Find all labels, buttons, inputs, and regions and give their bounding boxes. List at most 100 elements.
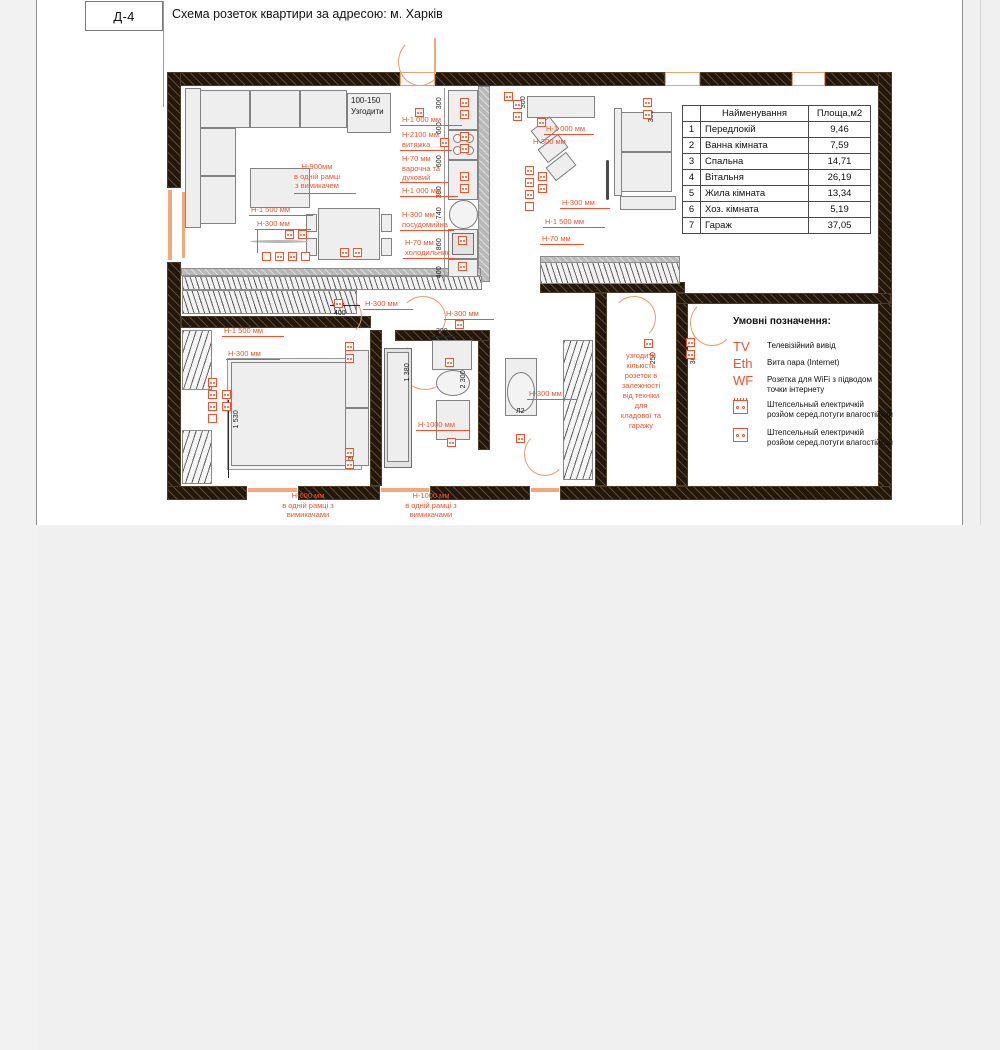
window-bottom-right xyxy=(531,488,559,492)
cell-area: 5,19 xyxy=(808,201,871,218)
ann-h1000-k1: Н-1 000 мм xyxy=(402,115,442,124)
socket-bed-r2[interactable] xyxy=(345,354,354,363)
socket-living-5[interactable] xyxy=(538,184,547,193)
socket-store-1[interactable] xyxy=(644,339,653,348)
socket-kitchen-1[interactable] xyxy=(460,98,469,107)
cell-number: 7 xyxy=(682,217,701,234)
dim-400v: 400 xyxy=(436,266,443,279)
socket-bed-l4[interactable] xyxy=(222,390,231,399)
wall-bottom-d xyxy=(560,486,892,500)
tv-screen xyxy=(606,160,609,200)
coffee-table xyxy=(250,168,310,208)
socket-living-2[interactable] xyxy=(525,178,534,187)
socket-kitchen-4[interactable] xyxy=(460,144,469,153)
title-block: Д-4 xyxy=(85,1,163,31)
socket-tvgroup-1[interactable] xyxy=(285,230,294,239)
socket-living-4[interactable] xyxy=(538,172,547,181)
page-gutter-left xyxy=(0,0,36,525)
socket-living-tv[interactable] xyxy=(525,202,534,211)
door-arc-wc xyxy=(524,432,566,476)
wall-right xyxy=(878,72,892,500)
legend: Умовні позначення: TV Телевізійний вивід… xyxy=(733,316,933,453)
socket-kitchen-5[interactable] xyxy=(460,172,469,181)
wall-kitchen-strip xyxy=(181,268,481,276)
cell-name: Ванна кімната xyxy=(700,137,809,154)
socket-dining-3[interactable] xyxy=(504,92,513,101)
socket-bed-l1[interactable] xyxy=(208,378,217,387)
ann-h70-hob: Н-70 мм варочна та духовий xyxy=(402,154,441,182)
socket-bed-r3[interactable] xyxy=(345,448,354,457)
socket-kitchen-hood[interactable] xyxy=(440,138,449,147)
socket-garage-1[interactable] xyxy=(686,338,695,347)
legend-title: Умовні позначення: xyxy=(733,316,831,327)
socket-bed-l2[interactable] xyxy=(208,390,217,399)
ann-h1000-dining: Н-1 000 мм xyxy=(546,124,586,133)
tv-symbol-icon: TV xyxy=(733,339,750,354)
socket-bed-l3[interactable] xyxy=(208,402,217,411)
ann-h300-left: Н-300 мм xyxy=(257,219,290,228)
socket-living-1[interactable] xyxy=(525,166,534,175)
cell-name: Хоз. кімната xyxy=(700,201,809,218)
socket-dining-2[interactable] xyxy=(513,112,522,121)
socket-hall-1[interactable] xyxy=(334,299,343,308)
wardrobe-hall xyxy=(563,340,593,480)
socket-bed-r1[interactable] xyxy=(345,342,354,351)
socket-bath-door[interactable] xyxy=(455,320,464,329)
window-top-right xyxy=(792,72,825,86)
socket-vanity[interactable] xyxy=(445,358,454,367)
sheet-border-outer xyxy=(980,0,981,525)
socket-fridge[interactable] xyxy=(458,262,467,271)
room-schedule-table: Найменування Площа,м2 1 Передлокій 9,46 … xyxy=(682,105,871,234)
ann-h1500-right: Н-1 500 мм xyxy=(545,217,585,226)
cell-area: 9,46 xyxy=(808,121,871,138)
socket-tvgroup-3[interactable] xyxy=(275,252,284,261)
wall-store-right xyxy=(676,293,688,486)
door-arc-hall-a xyxy=(400,296,446,340)
window-bottom-mid xyxy=(381,488,429,492)
socket-kitchen-3[interactable] xyxy=(460,132,469,141)
dim-tick-400 xyxy=(330,305,360,306)
door-arc-entry xyxy=(398,38,442,86)
socket-table-2[interactable] xyxy=(353,248,362,257)
room-schedule-body: 1 Передлокій 9,46 2 Ванна кімната 7,59 3… xyxy=(682,121,871,234)
ann-h1000-bath: Н-1000 мм xyxy=(418,420,455,429)
socket-dining-1[interactable] xyxy=(513,100,522,109)
socket-bed-l5[interactable] xyxy=(222,402,231,411)
socket-tvwall-1[interactable] xyxy=(643,98,652,107)
legend-item-socket-1: Штепсельный електричкій розйом серед.пот… xyxy=(733,398,933,420)
socket-tvgroup-2[interactable] xyxy=(298,230,307,239)
socket-kitchen-a1[interactable] xyxy=(415,108,424,117)
table-row: 2 Ванна кімната 7,59 xyxy=(682,137,871,154)
wall-kitchen-partition xyxy=(478,86,490,282)
socket-tvwall-2[interactable] xyxy=(643,110,652,119)
ann-h600-bottom: Н-600 мм в одній рамці з вимикачами xyxy=(282,491,334,519)
socket-garage-2[interactable] xyxy=(686,350,695,359)
cell-number: 2 xyxy=(682,137,701,154)
socket-wc[interactable] xyxy=(516,434,525,443)
sofa-seg-6 xyxy=(200,176,236,224)
table-row: 6 Хоз. кімната 5,19 xyxy=(682,201,871,218)
socket-tvgroup-4[interactable] xyxy=(288,252,297,261)
window-left xyxy=(168,190,172,260)
wardrobe-left-b xyxy=(182,430,212,484)
legend-label: Розетка для WiFi з підводом точки інтерн… xyxy=(767,375,872,394)
socket-table-1[interactable] xyxy=(340,248,349,257)
socket-bed-r4[interactable] xyxy=(345,460,354,469)
socket-kitchen-2[interactable] xyxy=(460,110,469,119)
legend-item-ethernet: Eth Вита пара (Internet) xyxy=(733,357,933,370)
cell-number: 3 xyxy=(682,153,701,170)
table-row: 3 Спальна 14,71 xyxy=(682,153,871,170)
socket-living-3[interactable] xyxy=(525,190,534,199)
socket-tvgroup-eth[interactable] xyxy=(301,252,310,261)
chair-l1 xyxy=(306,214,317,232)
socket-dining-4[interactable] xyxy=(537,118,546,127)
socket-kitchen-6[interactable] xyxy=(460,184,469,193)
socket-dishwasher[interactable] xyxy=(458,236,467,245)
socket-bath-low[interactable] xyxy=(447,438,456,447)
wall-garage-top xyxy=(676,293,891,304)
cell-number: 6 xyxy=(682,201,701,218)
dim-chain-kitchen xyxy=(444,88,445,284)
socket-tvgroup-tv[interactable] xyxy=(262,252,271,261)
socket-bed-tv[interactable] xyxy=(208,414,217,423)
wardrobe-top xyxy=(182,290,357,314)
